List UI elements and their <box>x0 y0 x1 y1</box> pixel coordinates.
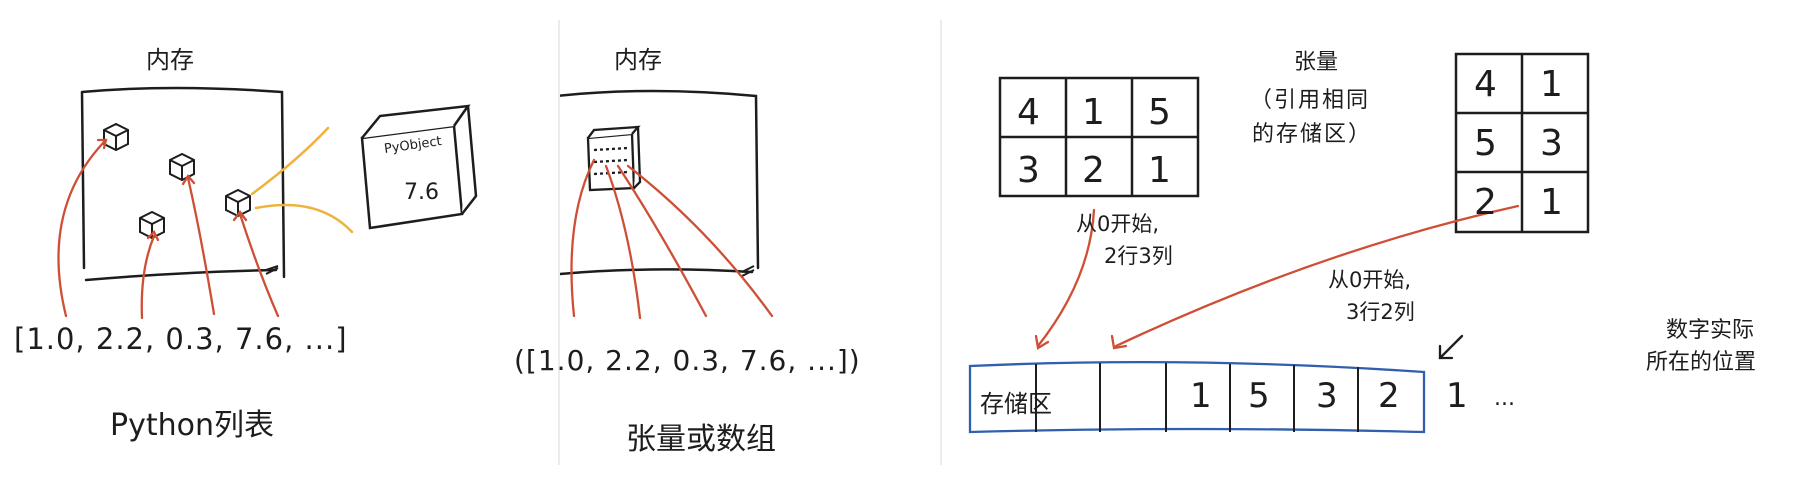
reference-arrow <box>57 140 106 318</box>
panel-divider <box>558 20 560 465</box>
object-cube <box>169 152 195 182</box>
pyobject-link <box>254 203 354 234</box>
offset-note-b: 3行2列 <box>1346 300 1415 324</box>
storage-panel <box>968 52 1590 434</box>
reference-arrow <box>570 158 596 318</box>
tensor-note-line: （引用相同 <box>1250 88 1371 113</box>
matrix-a-cell: 1 <box>1148 150 1171 191</box>
location-arrow <box>1438 334 1464 360</box>
matrix-a-cell: 2 <box>1082 150 1105 191</box>
storage-cell: ... <box>1494 386 1515 411</box>
offset-note-a: 从0开始, <box>1076 212 1160 236</box>
storage-cell: 5 <box>1248 376 1270 416</box>
matrix-b-cell: 2 <box>1474 182 1497 223</box>
reference-arrowhead <box>146 230 160 242</box>
reference-arrow <box>616 164 708 318</box>
storage-cell: 1 <box>1190 376 1212 416</box>
offset-arrowhead <box>1034 334 1050 350</box>
memory-arrow-tip <box>741 265 755 277</box>
tensor-caption: 张量或数组 <box>626 422 776 457</box>
reference-arrow <box>186 176 216 316</box>
memory-box <box>80 86 286 282</box>
memory-arrow-tip <box>265 265 279 275</box>
object-cube <box>103 122 129 152</box>
storage-cell: 3 <box>1316 376 1338 416</box>
matrix-a-cell: 3 <box>1017 150 1040 191</box>
matrix-b-grid <box>1454 52 1590 234</box>
matrix-b-cell: 4 <box>1474 64 1497 105</box>
matrix-a-cell: 4 <box>1017 92 1040 133</box>
python-list-panel <box>57 86 478 320</box>
tensor-panel <box>560 89 774 320</box>
matrix-b-cell: 1 <box>1540 182 1563 223</box>
pyobject-link <box>250 126 330 196</box>
storage-label: 存储区 <box>980 390 1052 418</box>
pyobject-value: 7.6 <box>404 180 439 205</box>
offset-note-b: 从0开始, <box>1328 268 1412 292</box>
panel-divider <box>940 20 942 465</box>
memory-label: 内存 <box>146 46 194 74</box>
reference-arrowhead <box>96 138 108 150</box>
location-note-line: 数字实际 <box>1666 318 1755 343</box>
matrix-a-grid <box>998 76 1200 198</box>
location-note-line: 所在的位置 <box>1646 350 1757 375</box>
reference-arrowhead <box>181 174 196 186</box>
python-list-caption: Python列表 <box>110 408 274 443</box>
reference-arrowhead <box>232 210 248 222</box>
matrix-b-cell: 3 <box>1540 123 1563 164</box>
pyobject-box <box>360 104 478 230</box>
contiguous-block <box>586 125 642 192</box>
object-cube <box>225 188 251 218</box>
matrix-b-cell: 5 <box>1474 123 1497 164</box>
memory-label: 内存 <box>614 46 662 74</box>
offset-arrow <box>1036 208 1096 348</box>
object-cube <box>139 210 165 240</box>
reference-arrow <box>140 234 156 320</box>
tensor-note-line: 的存储区） <box>1252 122 1373 147</box>
tensor-note-line: 张量 <box>1294 50 1339 75</box>
reference-arrow <box>238 212 280 318</box>
memory-box <box>560 89 760 276</box>
matrix-a-cell: 5 <box>1148 92 1171 133</box>
storage-strip <box>968 361 1426 434</box>
offset-note-a: 2行3列 <box>1104 244 1173 268</box>
reference-arrow <box>626 164 774 318</box>
matrix-b-cell: 1 <box>1540 64 1563 105</box>
offset-arrowhead <box>1110 334 1128 350</box>
storage-cell: 2 <box>1378 376 1400 416</box>
offset-arrow <box>1114 204 1520 348</box>
tensor-values: ([1.0, 2.2, 0.3, 7.6, ...]) <box>514 344 861 377</box>
storage-cell-dividers <box>1035 363 1359 432</box>
python-list-values: [1.0, 2.2, 0.3, 7.6, ...] <box>14 322 348 356</box>
reference-arrow <box>604 164 642 320</box>
matrix-a-cell: 1 <box>1082 92 1105 133</box>
storage-cell: 1 <box>1446 376 1468 416</box>
